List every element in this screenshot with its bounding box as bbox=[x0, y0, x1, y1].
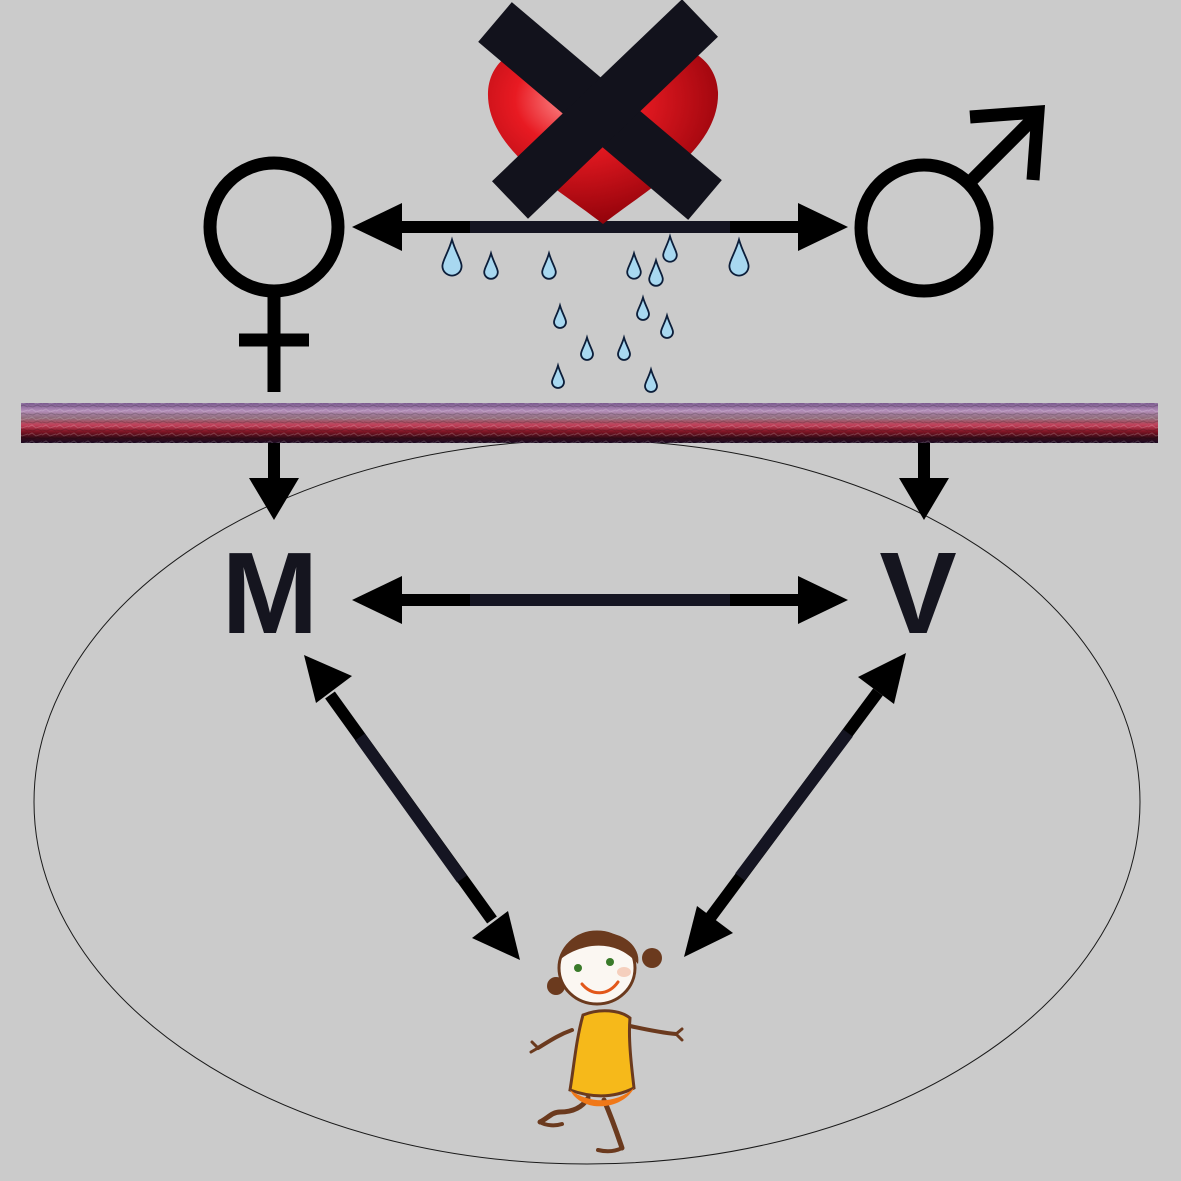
broken-love-heart-icon bbox=[478, 0, 722, 225]
teardrop bbox=[441, 236, 463, 277]
father-label: V bbox=[879, 528, 956, 658]
teardrop bbox=[580, 334, 594, 361]
teardrops-icon bbox=[441, 233, 750, 393]
teardrop bbox=[728, 236, 750, 277]
teardrop bbox=[660, 312, 674, 339]
arrow-to-v bbox=[899, 443, 949, 520]
partner-arrow-top bbox=[352, 203, 848, 251]
mother-child-arrow bbox=[304, 655, 520, 960]
arrow-to-m bbox=[249, 443, 299, 520]
teardrop bbox=[551, 362, 565, 389]
teardrop bbox=[541, 250, 557, 280]
teardrop bbox=[483, 250, 499, 280]
male-symbol-icon bbox=[854, 104, 1046, 298]
teardrop bbox=[626, 250, 642, 280]
teardrop bbox=[662, 233, 678, 263]
teardrop bbox=[644, 366, 658, 393]
teardrop bbox=[617, 334, 631, 361]
teardrop bbox=[648, 257, 664, 287]
female-symbol-icon bbox=[203, 156, 345, 392]
teardrop bbox=[636, 294, 650, 321]
mother-label: M bbox=[222, 528, 319, 658]
separation-bar bbox=[21, 403, 1158, 443]
parents-arrow bbox=[352, 576, 848, 624]
father-child-arrow bbox=[684, 653, 906, 957]
teardrop bbox=[553, 302, 567, 329]
child-figure-icon bbox=[529, 930, 684, 1154]
